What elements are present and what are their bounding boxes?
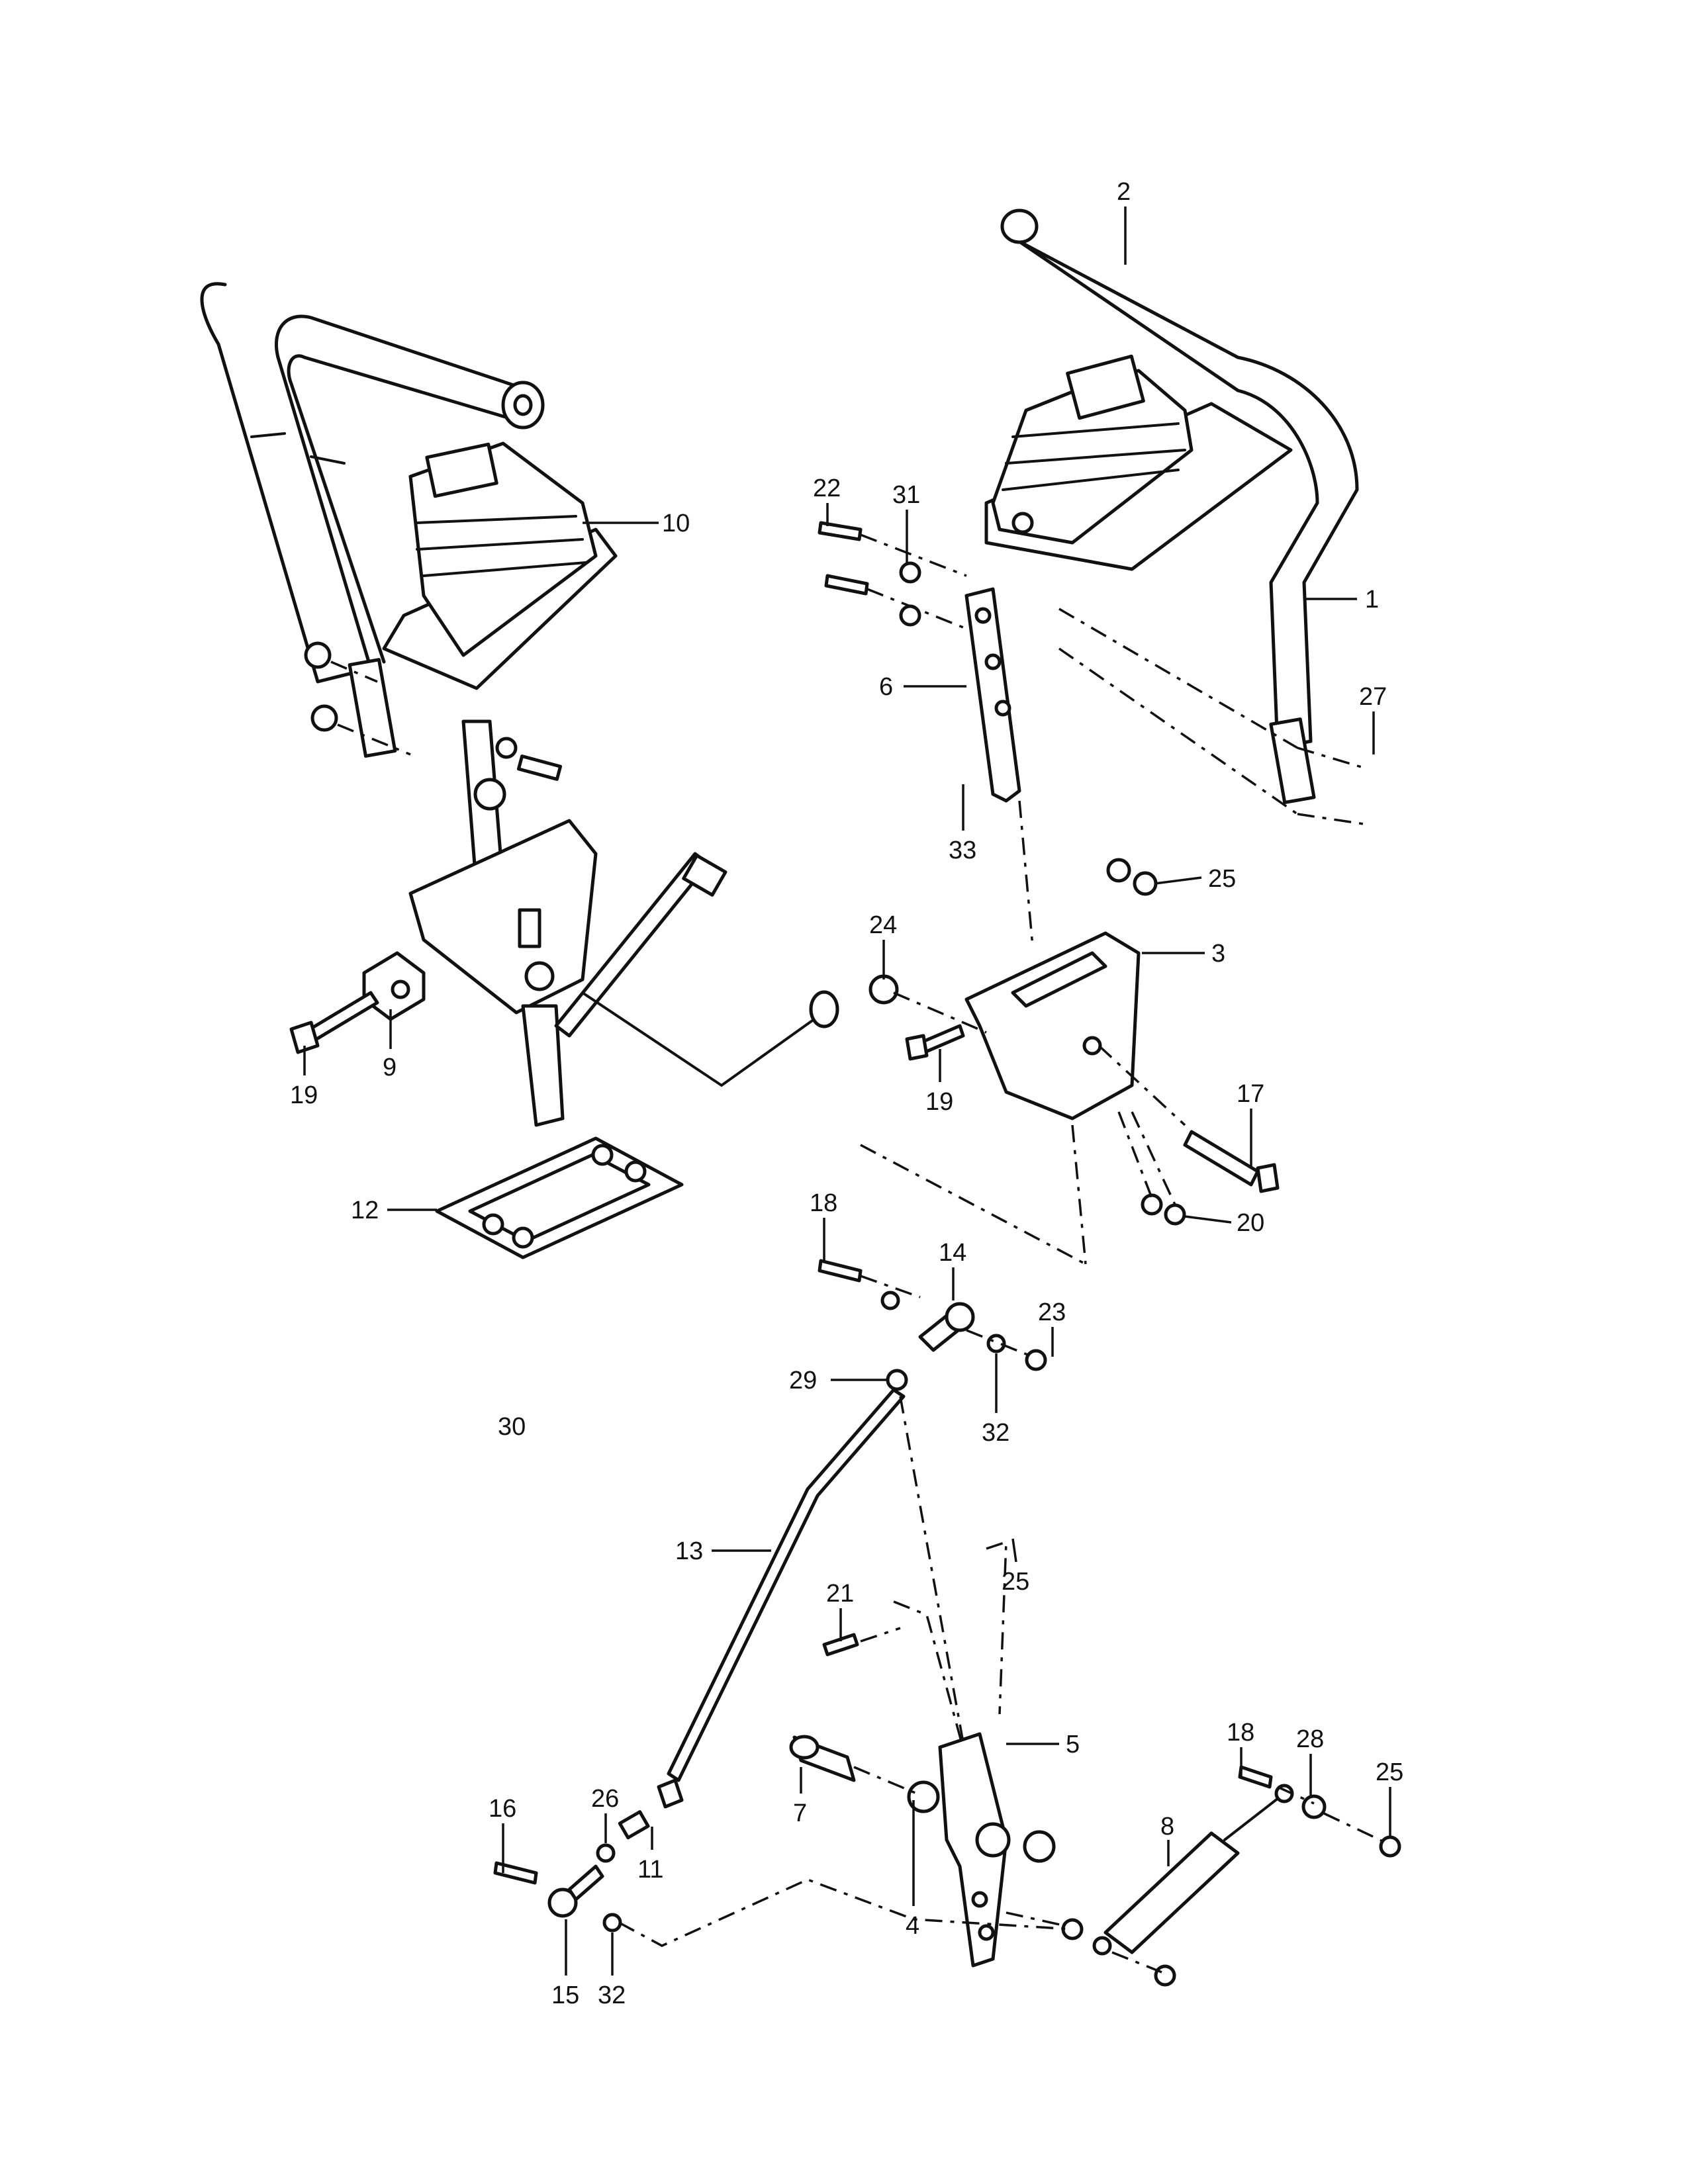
callout-31: 31 [892,481,920,509]
callout-17: 17 [1237,1080,1264,1108]
left-bolt-19 [289,991,379,1054]
callout-14: 14 [939,1239,966,1267]
callout-21: 21 [826,1580,854,1608]
callout-18-lower: 18 [1227,1719,1254,1747]
callout-28: 28 [1296,1725,1324,1753]
callout-3: 3 [1211,940,1225,968]
callout-11: 11 [637,1856,663,1884]
callout-4: 4 [906,1912,919,1940]
rod-end-15 [493,1810,1073,1947]
callout-23: 23 [1038,1298,1066,1326]
left-gasket [435,1136,684,1259]
callout-15: 15 [551,1981,579,2009]
left-pivot-block [362,951,426,1021]
pivot-arm-5 [907,1732,1056,1968]
callout-labels: 1 2 3 4 5 6 7 8 9 10 11 12 13 14 15 16 1… [290,178,1403,2009]
callout-2: 2 [1117,178,1131,206]
callout-19-right: 19 [925,1088,953,1116]
left-handle-bar [200,282,545,758]
leader-lines [303,206,1391,1976]
left-nuts [304,641,563,781]
callout-29: 29 [789,1367,817,1394]
control-rod-13 [657,1388,906,1809]
callout-9: 9 [383,1054,397,1081]
callout-32-lower: 32 [598,1981,626,2009]
callout-5: 5 [1066,1731,1080,1758]
callout-13: 13 [675,1537,703,1565]
dashed-center-guide [893,1396,1008,1761]
right-control-bracket [964,931,1141,1120]
right-fasteners [868,858,1280,1226]
callout-22: 22 [813,475,841,502]
callout-10: 10 [662,510,690,537]
callout-26: 26 [591,1785,619,1813]
callout-25-upper: 25 [1208,865,1236,893]
spacer-7 [789,1627,917,1795]
left-shift-boot [382,441,618,690]
callout-25-middle: 25 [1002,1568,1029,1596]
callout-27: 27 [1359,683,1387,711]
callout-30: 30 [498,1413,526,1441]
right-dashed-guides [860,608,1364,1265]
rod-end-14 [818,1259,1047,1391]
callout-16: 16 [489,1795,516,1823]
right-shift-boot [984,354,1293,571]
right-lever-plate [964,587,1021,803]
left-damper-rod [554,852,839,1087]
callout-7: 7 [793,1799,807,1827]
gas-strut-8 [1006,1765,1401,1987]
right-handle-bar [1000,208,1359,805]
callout-20: 20 [1237,1209,1264,1237]
callout-25-lower: 25 [1376,1758,1403,1786]
right-bolts-22 [818,521,967,630]
callout-18-upper: 18 [810,1189,837,1217]
left-control-bracket [408,719,598,1127]
callout-24: 24 [869,911,897,939]
callout-1: 1 [1365,586,1379,614]
callout-8: 8 [1160,1813,1174,1841]
callout-6: 6 [879,673,893,701]
callout-32-upper: 32 [982,1419,1009,1447]
callout-33: 33 [949,837,976,864]
callout-19-left: 19 [290,1081,318,1109]
callout-12: 12 [351,1197,379,1224]
